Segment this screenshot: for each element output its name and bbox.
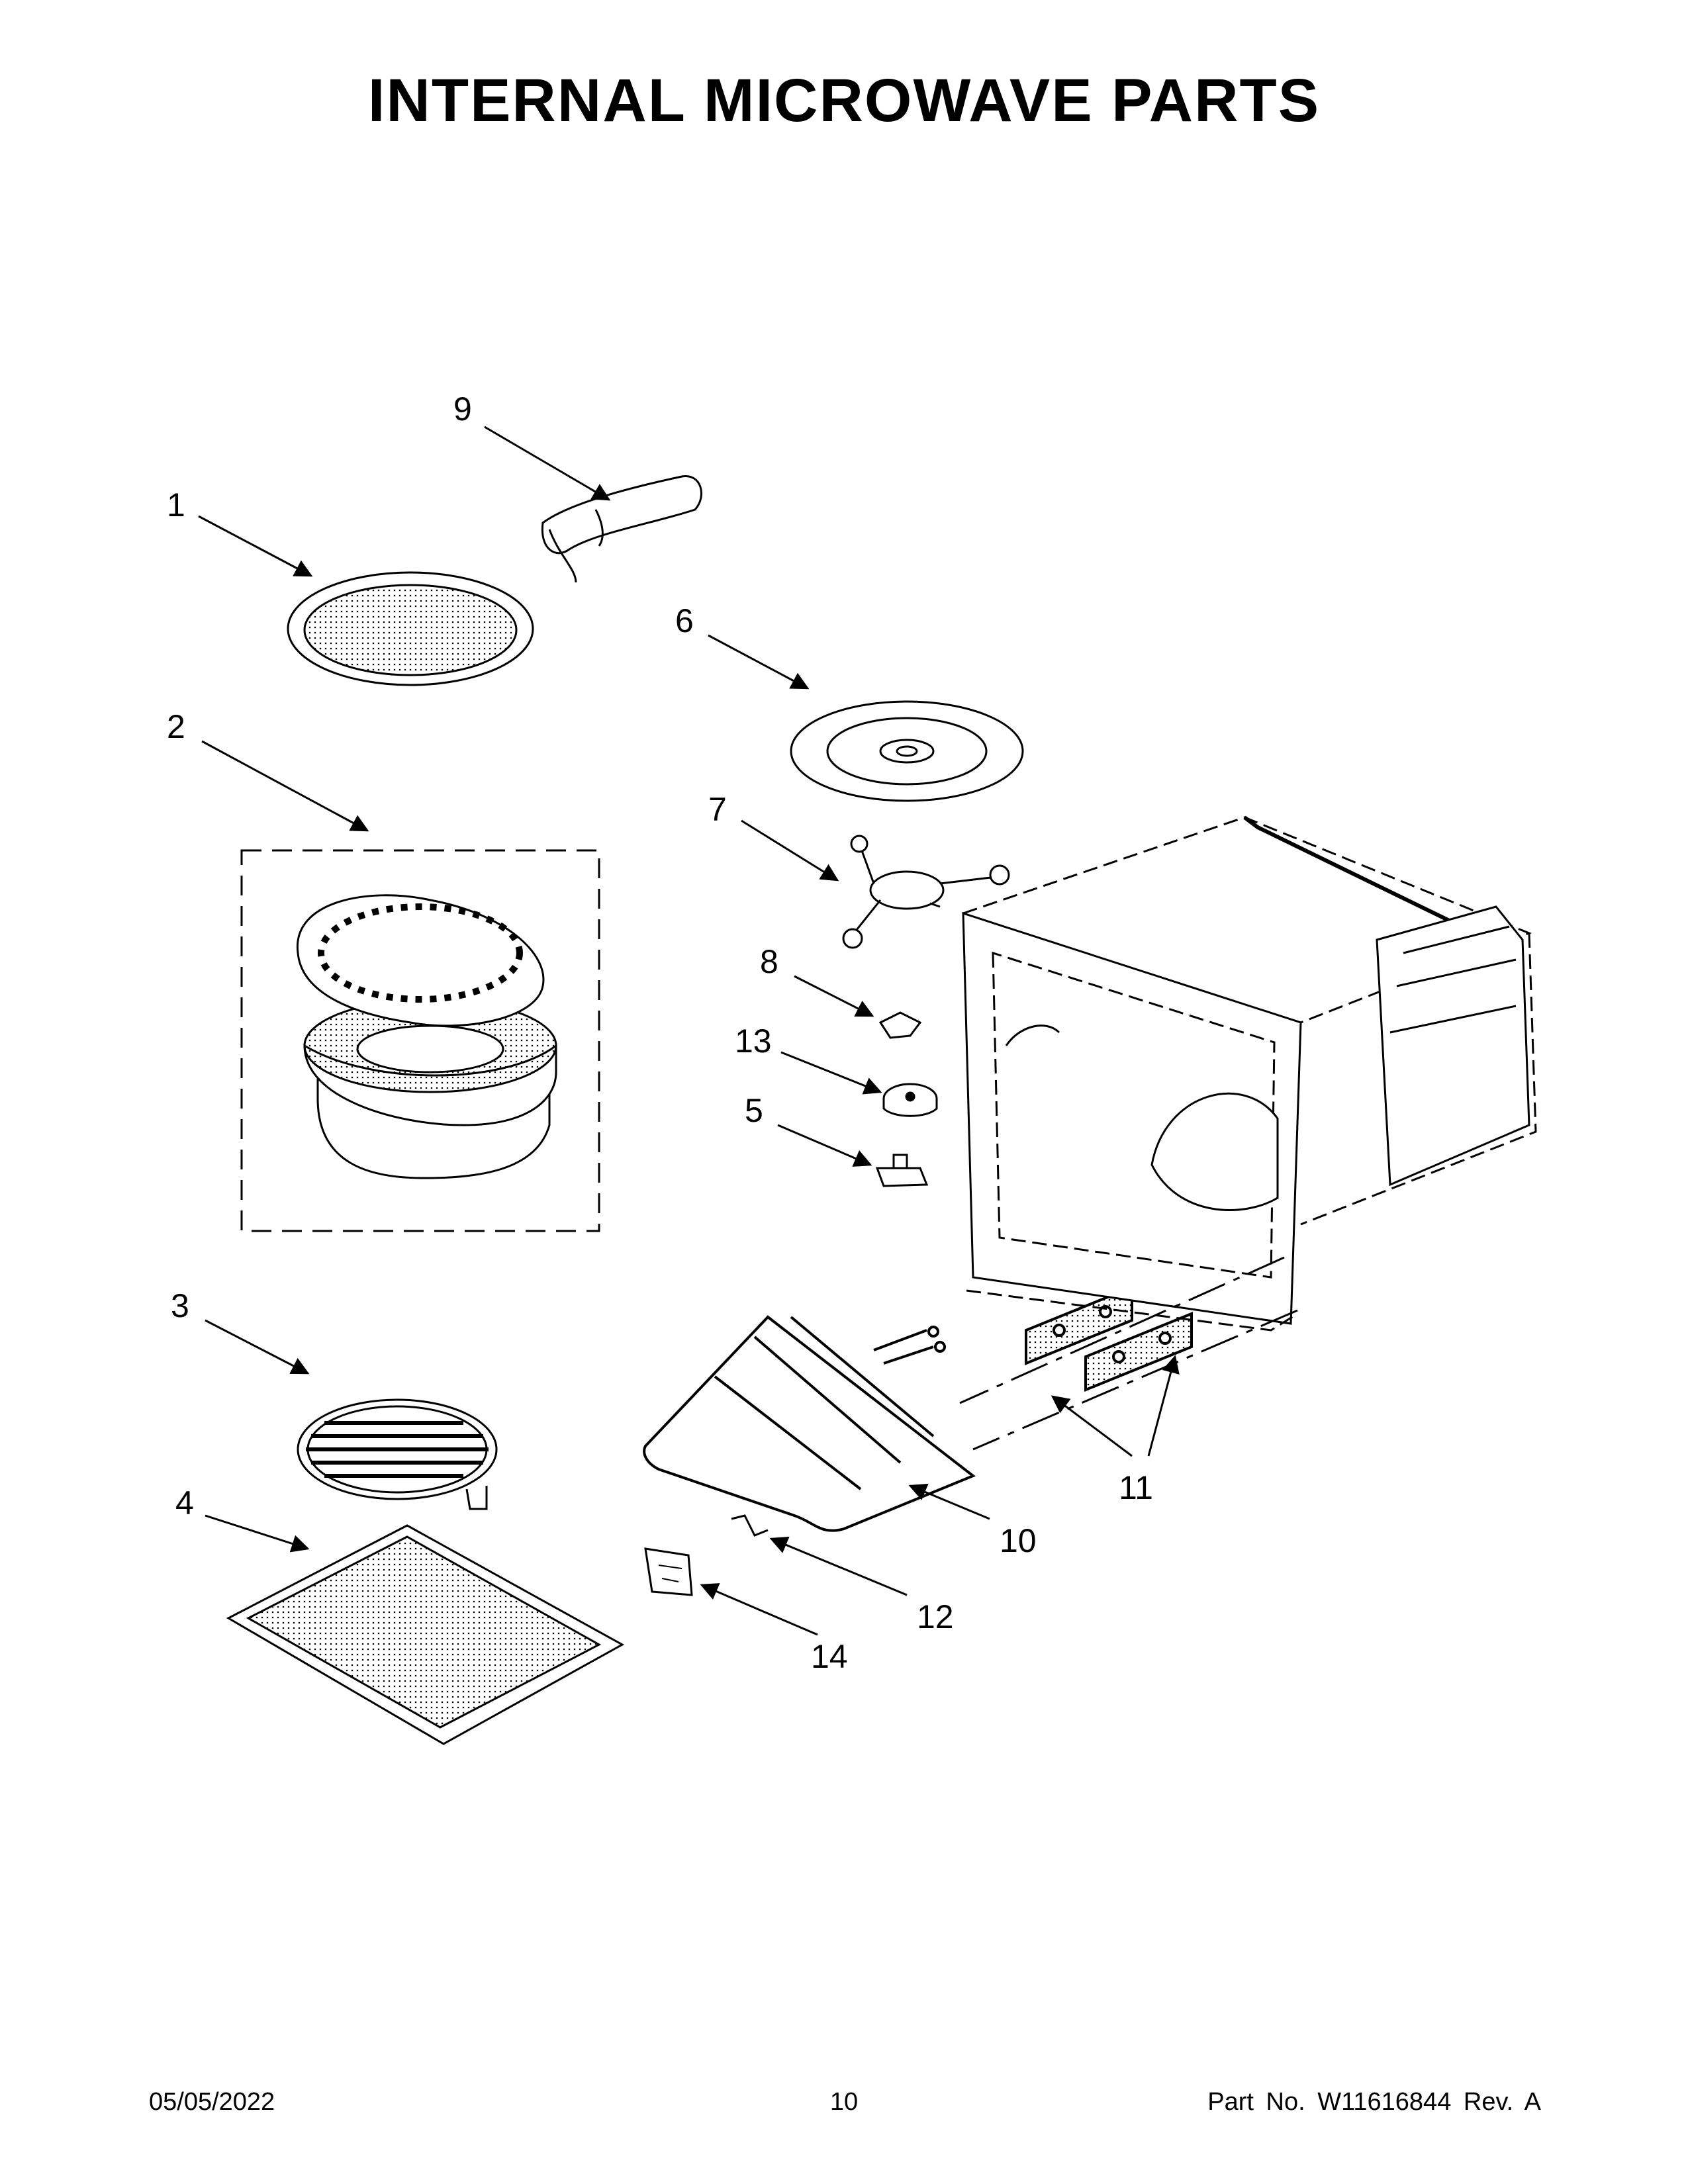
callout-12: 12: [917, 1598, 954, 1635]
callout-1: 1: [167, 486, 185, 523]
part-3-grill-rack: [297, 1398, 498, 1510]
callout-labels: 9 1 6 2 7 8 13 5 3 4 11 10 12 14: [167, 390, 1153, 1675]
part-6-turntable-tray: [790, 700, 1024, 802]
callout-5: 5: [745, 1092, 763, 1129]
callout-10: 10: [1000, 1522, 1037, 1559]
part-7-roller-support: [842, 835, 1010, 949]
footer-page-number: 10: [829, 2088, 859, 2116]
part-4-baking-tray: [226, 1524, 625, 1745]
part-10-heating-element: [643, 1315, 976, 1532]
footer-date: 05/05/2022: [149, 2088, 275, 2116]
part-14-label: [644, 1547, 693, 1596]
part-8-coupler: [878, 1011, 922, 1039]
callout-13: 13: [735, 1023, 772, 1060]
callout-7: 7: [708, 791, 727, 828]
leader-lines: [198, 426, 1180, 1636]
callout-9: 9: [453, 390, 472, 428]
callout-3: 3: [171, 1287, 189, 1324]
callout-14: 14: [811, 1638, 848, 1675]
callout-2: 2: [167, 708, 185, 745]
part-5-thermal-cutout: [875, 1154, 929, 1187]
callout-8: 8: [760, 943, 778, 980]
part-1-crisper-plate: [287, 571, 534, 686]
part-13-turntable-motor: [882, 1083, 938, 1117]
callout-6: 6: [675, 602, 694, 639]
callout-11: 11: [1119, 1469, 1153, 1506]
part-12-clip: [731, 1514, 769, 1537]
microwave-cavity-assembly: [959, 815, 1537, 1451]
part-2-steamer-set: [240, 849, 600, 1232]
callout-4: 4: [175, 1484, 194, 1522]
footer-part-number: Part No. W11616844 Rev. A: [1207, 2088, 1541, 2116]
part-11-insulation-pads: [1025, 1285, 1193, 1392]
page-title: INTERNAL MICROWAVE PARTS: [367, 67, 1321, 134]
part-9-probe: [541, 475, 702, 583]
